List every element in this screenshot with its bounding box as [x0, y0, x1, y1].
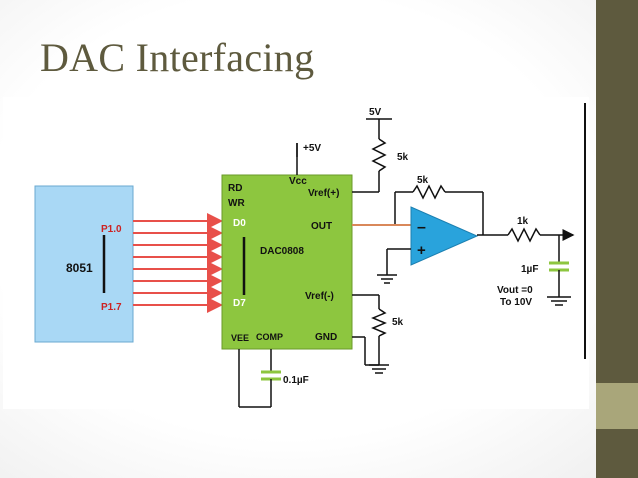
data-bus-arrows [133, 213, 223, 313]
dac-pin-d7: D7 [233, 298, 246, 309]
resistor-top-label: 5k [397, 152, 409, 163]
dac-pin-comp: COMP [256, 332, 283, 342]
dac-chip-label: DAC0808 [260, 246, 304, 257]
op-amp-minus: – [417, 219, 426, 236]
op-amp [410, 206, 479, 266]
dac-pin-out: OUT [311, 221, 332, 232]
mcu-label: 8051 [66, 261, 93, 275]
supply-5v-label: 5V [369, 107, 382, 118]
dac-pin-vee: VEE [231, 333, 249, 343]
resistor-feedback-5k [412, 184, 446, 200]
resistor-output-label: 1k [517, 216, 529, 227]
resistor-bottom-label: 5k [392, 317, 404, 328]
mcu-8051-block [34, 185, 134, 343]
op-amp-plus: + [417, 242, 426, 259]
dac-pin-vcc: Vcc [289, 176, 307, 187]
capacitor-comp-label: 0.1µF [283, 375, 309, 386]
resistor-feedback-label: 5k [417, 175, 429, 186]
dac-pin-vref-neg: Vref(-) [305, 291, 334, 302]
dac-interfacing-circuit-diagram: 8051 P1.0 P1.7 RD WR D0 D7 Vcc Vref(+) O… [3, 97, 589, 409]
resistor-bottom-5k [371, 308, 387, 337]
supply-plus5v-label: +5V [303, 143, 321, 154]
dac-pin-wr: WR [228, 198, 245, 209]
dac-pin-gnd: GND [315, 332, 337, 343]
mcu-pin-bottom: P1.7 [101, 302, 122, 313]
mcu-pin-top: P1.0 [101, 224, 122, 235]
vout-label-line1: Vout =0 [497, 285, 533, 296]
resistor-output-1k [507, 227, 541, 243]
vout-label-line2: To 10V [500, 297, 532, 308]
slide-title: DAC Interfacing [40, 35, 315, 80]
dac-pin-vref-pos: Vref(+) [308, 188, 339, 199]
sidebar-accent-band [596, 383, 638, 429]
dac-pin-d0: D0 [233, 218, 246, 229]
resistor-top-5k [371, 138, 387, 172]
dac-pin-rd: RD [228, 183, 242, 194]
capacitor-output-label: 1µF [521, 264, 538, 275]
